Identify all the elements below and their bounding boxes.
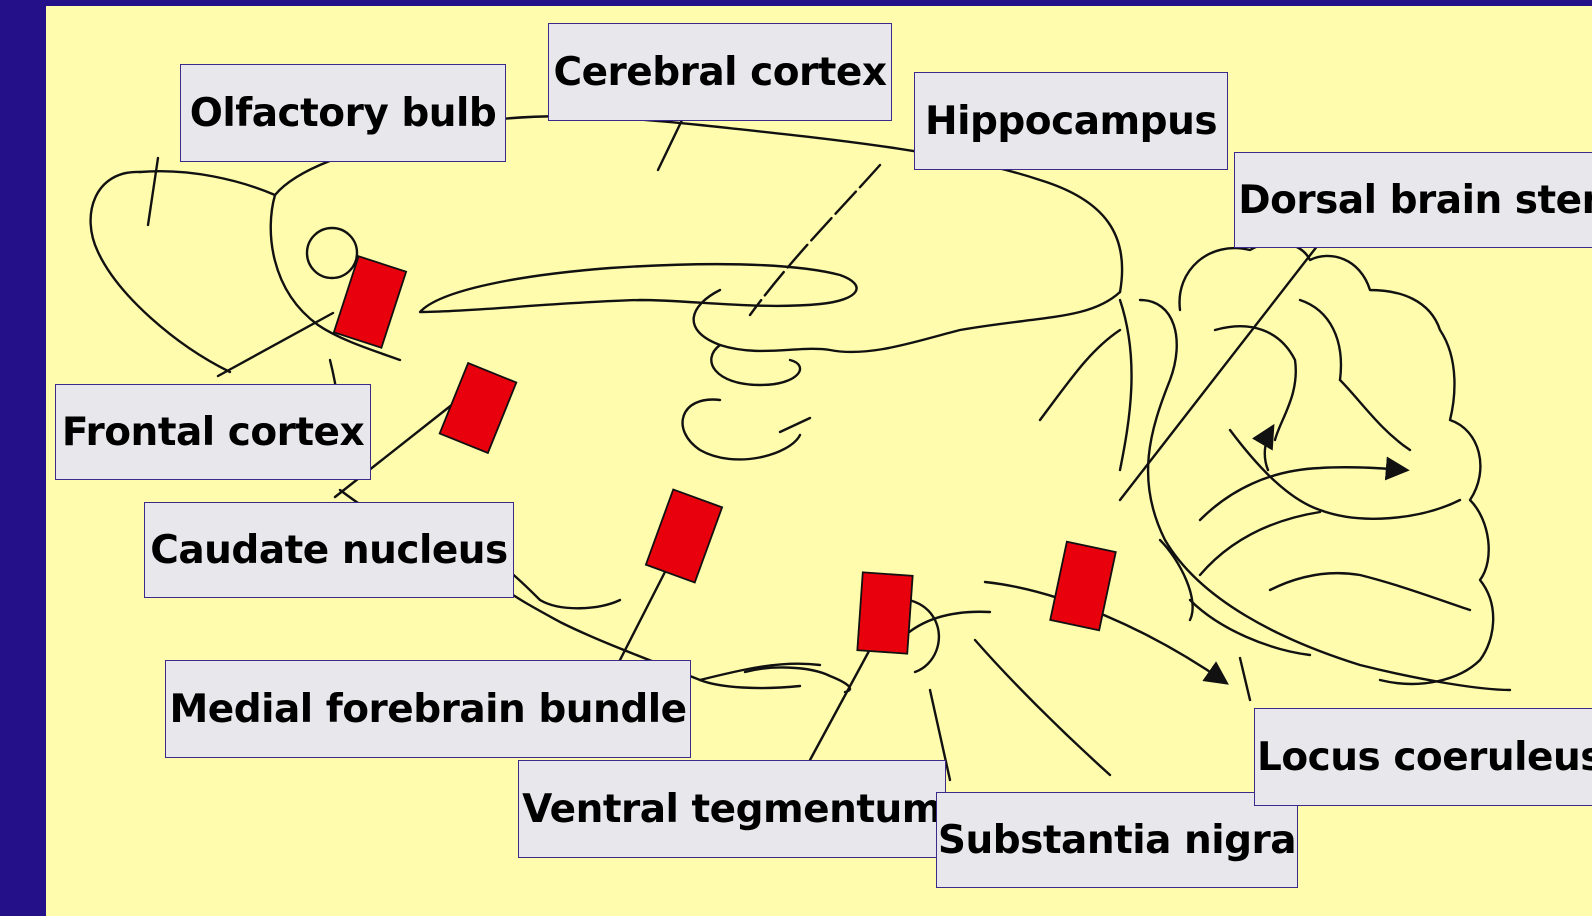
label-medial-forebrain-bundle: Medial forebrain bundle (165, 660, 691, 758)
marker-ventral-tegmentum (857, 572, 912, 653)
label-substantia-nigra: Substantia nigra (936, 792, 1298, 888)
marker-medial-forebrain-bundle (646, 490, 722, 583)
label-locus-coeruleus: Locus coeruleus (1254, 708, 1592, 806)
marker-caudate-nucleus (440, 363, 517, 453)
marker-frontal-cortex (334, 256, 406, 348)
label-caudate-nucleus: Caudate nucleus (144, 502, 514, 598)
label-dorsal-brain-stem: Dorsal brain stem (1234, 152, 1592, 248)
label-hippocampus: Hippocampus (914, 72, 1228, 170)
label-cerebral-cortex: Cerebral cortex (548, 23, 892, 121)
label-frontal-cortex: Frontal cortex (55, 384, 371, 480)
label-ventral-tegmentum: Ventral tegmentum (518, 760, 946, 858)
label-olfactory-bulb: Olfactory bulb (180, 64, 506, 162)
slide-canvas: Olfactory bulb Cerebral cortex Hippocamp… (46, 6, 1592, 916)
